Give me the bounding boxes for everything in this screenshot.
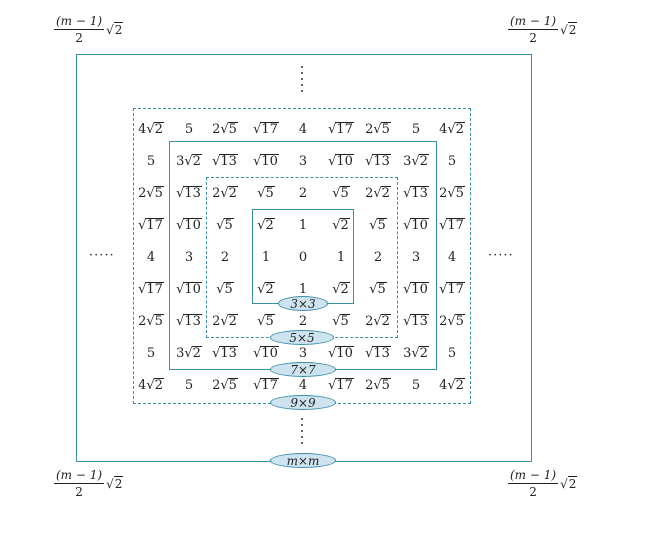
grid-cell: √2 [332, 217, 350, 233]
grid-cell: √10 [253, 153, 279, 169]
grid-cell: 3 [298, 345, 308, 361]
grid-cell: 1 [298, 281, 308, 297]
grid-cell: √17 [328, 121, 354, 137]
grid-cell: √5 [332, 313, 350, 329]
label-3x3: 3×3 [278, 296, 328, 311]
grid-cell: 2√5 [212, 121, 238, 137]
grid-cell: 5 [146, 153, 156, 169]
grid-cell: √17 [138, 217, 164, 233]
grid-cell: 2 [373, 249, 383, 265]
grid-cell: √13 [403, 313, 429, 329]
grid-cell: √17 [253, 121, 279, 137]
grid-cell: 4√2 [439, 121, 465, 137]
grid-cell: √10 [253, 345, 279, 361]
grid-cell: √10 [403, 281, 429, 297]
grid-cell: √13 [176, 313, 202, 329]
grid-cell: √2 [257, 217, 275, 233]
grid-cell: √5 [332, 185, 350, 201]
grid-cell: 5 [447, 153, 457, 169]
grid-cell: 4 [146, 249, 156, 265]
grid-cell: 5 [411, 377, 421, 393]
label-7x7: 7×7 [270, 362, 336, 377]
grid-cell: 2√5 [365, 121, 391, 137]
label-5x5: 5×5 [270, 330, 334, 345]
grid-cell: 1 [261, 249, 271, 265]
grid-cell: 3 [298, 153, 308, 169]
grid-cell: √5 [216, 281, 234, 297]
grid-cell: √5 [369, 217, 387, 233]
grid-cell: 4√2 [138, 377, 164, 393]
grid-cell: 2√5 [365, 377, 391, 393]
grid-cell: 1 [336, 249, 346, 265]
grid-cell: 2√5 [439, 313, 465, 329]
grid-cell: 5 [184, 121, 194, 137]
grid-cell: 5 [184, 377, 194, 393]
grid-cell: √17 [439, 281, 465, 297]
vertical-ellipsis-bottom [299, 416, 305, 446]
grid-cell: 2√5 [138, 185, 164, 201]
grid-cell: 0 [298, 249, 308, 265]
grid-cell: √17 [253, 377, 279, 393]
grid-cell: 2√2 [365, 313, 391, 329]
grid-cell: √13 [365, 153, 391, 169]
grid-cell: √10 [328, 153, 354, 169]
grid-cell: 5 [146, 345, 156, 361]
horizontal-ellipsis-left: ····· [89, 248, 115, 263]
grid-cell: √10 [176, 281, 202, 297]
grid-cell: √5 [369, 281, 387, 297]
grid-cell: 3√2 [176, 153, 202, 169]
grid-cell: 5 [411, 121, 421, 137]
grid-cell: 2√2 [212, 185, 238, 201]
grid-cell: 2√2 [365, 185, 391, 201]
corner-label-top-right: (m − 1)2 √2 [508, 14, 578, 45]
label-m-by-m: m×m [270, 453, 336, 468]
grid-cell: 2√5 [439, 185, 465, 201]
vertical-ellipsis-top [299, 64, 305, 94]
grid-cell: 3 [411, 249, 421, 265]
grid-cell: 2 [298, 313, 308, 329]
grid-cell: 4 [447, 249, 457, 265]
grid-cell: 3 [184, 249, 194, 265]
horizontal-ellipsis-right: ····· [488, 248, 514, 263]
grid-cell: √10 [176, 217, 202, 233]
grid-cell: 1 [298, 217, 308, 233]
grid-cell: 2 [298, 185, 308, 201]
grid-cell: 4 [298, 121, 308, 137]
grid-cell: √2 [332, 281, 350, 297]
grid-cell: 2√5 [138, 313, 164, 329]
grid-cell: √13 [176, 185, 202, 201]
grid-cell: √5 [216, 217, 234, 233]
grid-cell: √17 [439, 217, 465, 233]
grid-cell: √10 [328, 345, 354, 361]
grid-cell: 3√2 [403, 345, 429, 361]
corner-label-top-left: (m − 1)2 √2 [54, 14, 124, 45]
grid-cell: √17 [138, 281, 164, 297]
grid-cell: 5 [447, 345, 457, 361]
grid-cell: 3√2 [403, 153, 429, 169]
grid-cell: 4√2 [138, 121, 164, 137]
grid-cell: √5 [257, 185, 275, 201]
grid-cell: √13 [212, 345, 238, 361]
grid-cell: √13 [403, 185, 429, 201]
corner-label-bottom-left: (m − 1)2 √2 [54, 468, 124, 499]
grid-cell: √17 [328, 377, 354, 393]
grid-cell: 4√2 [439, 377, 465, 393]
grid-cell: √13 [212, 153, 238, 169]
corner-label-bottom-right: (m − 1)2 √2 [508, 468, 578, 499]
grid-cell: √2 [257, 281, 275, 297]
grid-cell: √13 [365, 345, 391, 361]
label-9x9: 9×9 [270, 395, 336, 410]
grid-cell: 2√2 [212, 313, 238, 329]
grid-cell: √5 [257, 313, 275, 329]
grid-cell: 4 [298, 377, 308, 393]
grid-cell: √10 [403, 217, 429, 233]
grid-cell: 2 [220, 249, 230, 265]
grid-cell: 3√2 [176, 345, 202, 361]
grid-cell: 2√5 [212, 377, 238, 393]
